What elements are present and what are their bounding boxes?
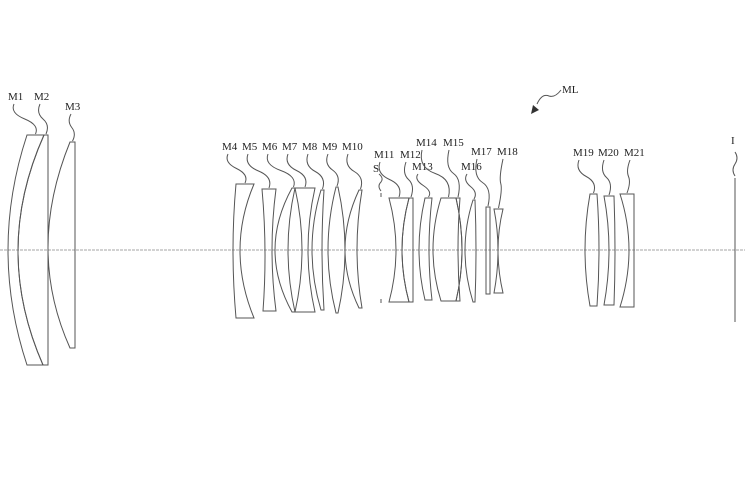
image-plane-label: I [731,135,735,147]
lens-m16 [464,199,477,303]
leader-line-m1 [12,103,37,135]
lens-label-m2: M2 [34,91,49,103]
leader-line-m2 [38,103,48,135]
lens-m2 [17,134,49,366]
lens-label-m19: M19 [573,147,594,159]
lens-m8 [311,189,325,311]
leader-line-m10 [346,153,363,190]
lens-label-m6: M6 [262,141,278,153]
lens-label-m15: M15 [443,137,464,149]
leader-line-m4 [226,153,247,184]
leader-line-m18 [498,158,504,209]
lens-m17 [485,206,491,295]
lens-label-m8: M8 [302,141,318,153]
lens-label-m10: M10 [342,141,363,153]
lens-m9 [327,186,346,314]
lens-m20 [603,195,616,306]
lens-m3 [47,141,76,349]
lens-label-m1: M1 [8,91,23,103]
leader-line-m13 [416,173,431,198]
leader-line-m9 [326,153,339,187]
stop-label: S [373,163,379,175]
lens-m7 [294,187,316,313]
system-label: ML [562,84,579,96]
leader-line-m5 [246,153,271,189]
leader-line-m3 [68,113,75,142]
lens-label-m18: M18 [497,146,518,158]
leader-line-m6 [266,153,295,188]
lens-label-m12: M12 [400,149,421,161]
system-arrow [536,89,562,105]
lens-label-m11: M11 [374,149,394,161]
lens-m13 [418,197,433,301]
lens-m10 [344,189,363,309]
leader-line-m19 [577,159,596,194]
leader-line-m20 [601,159,612,196]
lens-label-m20: M20 [598,147,619,159]
leader-line-m16 [465,173,476,200]
lens-label-m16: M16 [461,161,482,173]
lens-label-m14: M14 [416,137,437,149]
arrow-head-icon [531,105,539,114]
leader-line-m15 [447,149,460,198]
leader-line-m21 [626,159,631,194]
lens-label-m17: M17 [471,146,492,158]
leader-line-m8 [306,153,325,190]
leader-line-m7 [286,153,307,188]
lens-label-m7: M7 [282,141,298,153]
leader-line-m14 [420,149,450,198]
lens-label-m5: M5 [242,141,258,153]
lens-m5 [261,188,277,312]
leader-line-m12 [403,161,414,198]
image-plane-leader [732,151,738,177]
lens-label-m9: M9 [322,141,338,153]
lens-label-m4: M4 [222,141,238,153]
leader-line-m17 [475,158,490,207]
lens-m12 [401,197,414,303]
lens-m18 [493,208,504,294]
lens-m19 [584,193,600,307]
stop-leader [378,173,383,192]
lens-m4 [232,183,255,319]
lens-label-m21: M21 [624,147,645,159]
leader-line-m11 [378,161,401,198]
lens-label-m3: M3 [65,101,81,113]
lens-m15 [455,197,463,302]
lens-m21 [619,193,635,308]
